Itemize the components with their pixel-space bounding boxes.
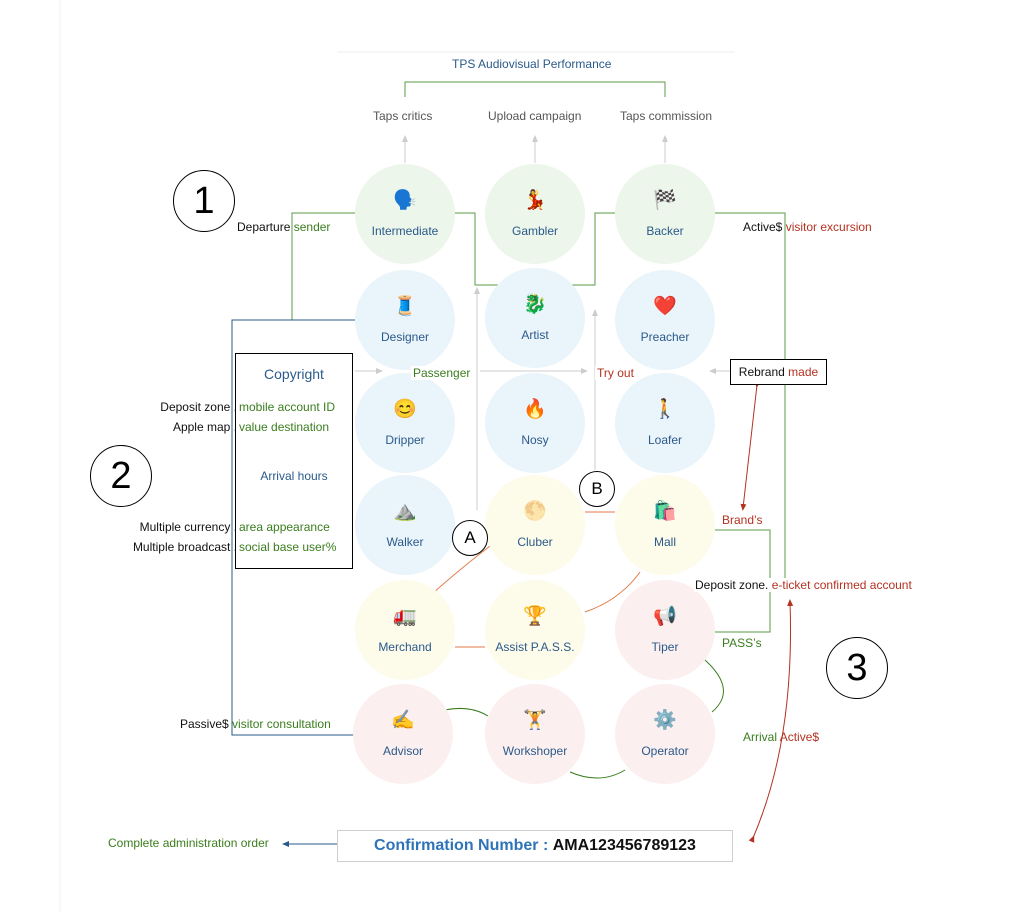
confirmation-number-label: Confirmation Number : — [374, 837, 549, 854]
marker-a: A — [452, 520, 488, 556]
node-label: Dripper — [385, 433, 425, 447]
title-bracket — [404, 81, 666, 97]
node-loafer[interactable]: 🚶 Loafer — [615, 373, 715, 473]
node-label: Workshoper — [502, 744, 568, 758]
green-curve-tiper-operator — [704, 659, 724, 713]
node-backer[interactable]: 🏁 Backer — [615, 164, 715, 264]
arrival-active-label: Arrival Active$ — [743, 730, 820, 744]
node-label: Gambler — [511, 224, 558, 238]
copyright-box: Copyright Arrival hours — [235, 353, 353, 569]
node-artist[interactable]: 🐉 Artist — [485, 268, 585, 368]
shopping-bags-icon: 🛍️ — [653, 501, 677, 522]
node-walker[interactable]: ⛰️ Walker — [355, 475, 455, 575]
sun-icon: 🌕 — [523, 501, 547, 522]
node-label: Loafer — [647, 433, 683, 447]
heart-icon: ❤️ — [653, 296, 677, 317]
value-destination-label: value destination — [239, 420, 330, 434]
rebrand-box: Rebrand made — [730, 359, 827, 385]
node-tiper[interactable]: 📢 Tiper — [615, 580, 715, 680]
node-advisor[interactable]: ✍️ Advisor — [353, 684, 453, 784]
speaking-head-icon: 🗣️ — [393, 190, 417, 211]
node-label: Tiper — [651, 640, 679, 654]
weightlifter-icon: 🏋️ — [523, 710, 547, 731]
branch-label-taps-commission: Taps commission — [620, 109, 713, 123]
node-assist-pass[interactable]: 🏆 Assist P.A.S.S. — [485, 580, 585, 680]
megaphone-icon: 📢 — [653, 606, 677, 627]
node-intermediate[interactable]: 🗣️ Intermediate — [355, 164, 455, 264]
node-label: Advisor — [382, 744, 423, 758]
node-label: Backer — [646, 224, 684, 238]
node-gambler[interactable]: 💃 Gambler — [485, 164, 585, 264]
signing-icon: ✍️ — [391, 710, 415, 731]
brands-label: Brand’s — [722, 513, 763, 527]
active-visitor-excursion-label: Active$ visitor excursion — [743, 220, 872, 234]
dragon-icon: 🐉 — [523, 294, 547, 315]
passive-label: Passive$ visitor consultation — [180, 717, 331, 731]
multiple-broadcast-label: Multiple broadcast . — [132, 540, 237, 554]
copyright-title: Copyright — [264, 366, 324, 382]
step-number-1: 1 — [173, 170, 235, 232]
node-cluber[interactable]: 🌕 Cluber — [485, 475, 585, 575]
confirmation-number-value: AMA123456789123 — [552, 837, 696, 854]
node-operator[interactable]: ⚙️ Operator — [615, 684, 715, 784]
node-label: Nosy — [521, 433, 549, 447]
delivery-truck-icon: 🚛 — [393, 606, 417, 627]
fire-icon: 🔥 — [523, 399, 547, 420]
mobile-account-id-label: mobile account ID — [239, 400, 336, 414]
node-nosy[interactable]: 🔥 Nosy — [485, 373, 585, 473]
node-label: Intermediate — [371, 224, 439, 238]
diagram-title: TPS Audiovisual Performance — [452, 57, 612, 71]
apple-map-label: Apple map . — [172, 420, 237, 434]
node-workshoper[interactable]: 🏋️ Workshoper — [485, 684, 585, 784]
try-out-label: Try out — [595, 366, 636, 380]
pass-label: PASS’s — [722, 636, 762, 650]
node-dripper[interactable]: 😊 Dripper — [355, 373, 455, 473]
red-arrow-rebrand — [740, 380, 761, 511]
node-label: Designer — [380, 330, 430, 344]
node-label: Assist P.A.S.S. — [495, 640, 575, 654]
node-label: Walker — [386, 535, 424, 549]
checkered-flag-icon: 🏁 — [653, 190, 677, 211]
node-label: Artist — [521, 328, 549, 342]
trophy-icon: 🏆 — [523, 606, 547, 627]
passenger-label: Passenger — [411, 366, 473, 380]
node-label: Cluber — [517, 535, 553, 549]
thread-spool-icon: 🧵 — [393, 296, 417, 317]
mountain-icon: ⛰️ — [393, 501, 417, 522]
green-curve-workshoper-operator — [569, 769, 626, 779]
walking-person-icon: 🚶 — [653, 399, 677, 420]
multiple-currency-label: Multiple currency . — [139, 520, 237, 534]
node-mall[interactable]: 🛍️ Mall — [615, 475, 715, 575]
green-curve-advisor-workshoper — [444, 708, 489, 717]
passive-bracket — [231, 319, 355, 736]
deposit-zone-label: Deposit zone . — [160, 400, 237, 414]
node-merchand[interactable]: 🚛 Merchand — [355, 580, 455, 680]
smiling-face-icon: 😊 — [393, 399, 417, 420]
departure-label: Departure sender — [237, 220, 331, 234]
node-label: Preacher — [640, 330, 690, 344]
node-label: Merchand — [378, 640, 432, 654]
social-base-user-label: social base user% — [239, 540, 337, 554]
step-number-3: 3 — [826, 637, 888, 699]
deposit-zone-eticket-label: Deposit zone. e-ticket confirmed account — [694, 578, 913, 592]
orange-connector-assist-mall — [584, 571, 641, 613]
arrival-hours-label: Arrival hours — [260, 469, 328, 483]
red-arrow-deposit-zone — [748, 599, 794, 843]
confirmation-number-box: Confirmation Number : AMA123456789123 — [337, 830, 733, 862]
node-designer[interactable]: 🧵 Designer — [355, 270, 455, 370]
marker-b: B — [579, 471, 615, 507]
active-bracket — [715, 212, 786, 585]
dancer-icon: 💃 — [523, 190, 547, 211]
node-preacher[interactable]: ❤️ Preacher — [615, 270, 715, 370]
area-appearance-label: area appearance — [239, 520, 330, 534]
gear-icon: ⚙️ — [653, 710, 677, 731]
node-label: Operator — [641, 744, 689, 758]
node-label: Mall — [653, 535, 676, 549]
step-number-2: 2 — [90, 445, 152, 507]
branch-label-taps-critics: Taps critics — [373, 109, 433, 123]
branch-label-upload-campaign: Upload campaign — [488, 109, 582, 123]
complete-order-label: Complete administration order — [108, 836, 269, 850]
